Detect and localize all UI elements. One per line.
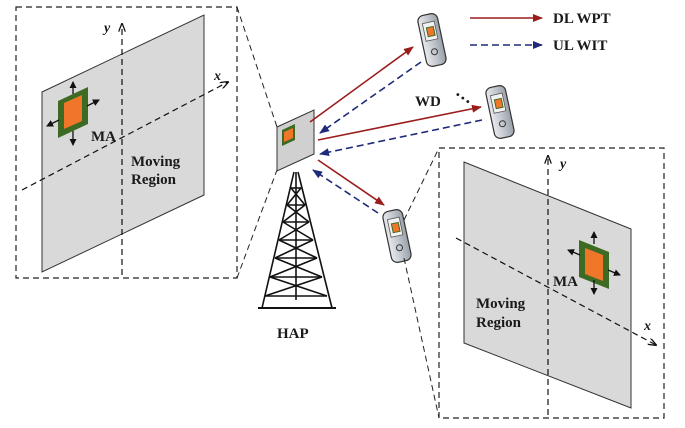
device-antenna <box>493 97 504 110</box>
left-move-right-arrow <box>86 99 100 107</box>
left-y-axis-label: y <box>102 21 111 36</box>
wd-bottom <box>382 209 412 263</box>
right-y-axis-label: y <box>558 157 567 172</box>
right-region-label-line1: Moving <box>476 296 526 312</box>
left-x-axis <box>21 82 228 191</box>
left-movable-antenna <box>58 87 88 138</box>
left-moving-region-plane <box>41 14 205 273</box>
legend: DL WPT UL WIT <box>470 11 611 54</box>
wd-top <box>417 13 447 67</box>
legend-dl-wpt-label: DL WPT <box>553 11 611 27</box>
right-x-axis-label: x <box>643 319 651 334</box>
left-region-label-line1: Moving <box>131 154 181 170</box>
right-move-right-arrow <box>607 269 621 276</box>
hap-station: HAP <box>258 109 336 342</box>
right-region-label-line2: Region <box>476 315 522 331</box>
dl-wpt-link-wd1 <box>309 46 414 123</box>
device-antenna <box>425 25 436 38</box>
left-x-axis-label: x <box>213 69 221 84</box>
device-button <box>395 244 403 252</box>
right-zoom-panel: y x MA Moving Region <box>438 147 665 419</box>
dl-wpt-link-wd2 <box>317 104 482 141</box>
dl-wpt-link-wd3 <box>317 159 385 206</box>
device-button <box>498 120 506 128</box>
hap-tower <box>258 171 336 309</box>
hap-antenna-panel <box>276 109 315 172</box>
legend-ul-wit-label: UL WIT <box>553 38 607 54</box>
left-zoom-panel: y x MA Moving Region <box>15 6 238 279</box>
right-movable-antenna <box>579 240 609 289</box>
wd-right <box>485 85 515 139</box>
left-panel-border <box>15 6 238 279</box>
device-button <box>430 48 438 56</box>
ul-wit-link-wd1 <box>319 61 422 134</box>
left-antenna-element <box>64 95 82 129</box>
wireless-links <box>309 46 483 214</box>
device-antenna <box>390 221 401 234</box>
ul-wit-link-wd2 <box>319 119 483 157</box>
left-move-left-arrow <box>46 119 60 127</box>
wd-label: WD <box>415 94 441 110</box>
left-zoom-line-bottom <box>236 169 278 279</box>
right-zoom-line-top <box>403 147 440 221</box>
left-region-label-line2: Region <box>131 172 177 188</box>
left-zoom-line-top <box>236 6 278 128</box>
ul-wit-link-wd3 <box>312 169 379 214</box>
hap-label: HAP <box>277 326 309 342</box>
right-zoom-line-bottom <box>403 257 440 419</box>
right-ma-label: MA <box>553 274 578 290</box>
left-ma-label: MA <box>91 129 116 145</box>
right-panel-border <box>438 147 665 419</box>
wd-ellipsis: … <box>452 81 478 108</box>
right-move-left-arrow <box>567 249 581 256</box>
hap-antenna-element <box>284 128 293 142</box>
right-x-axis <box>455 237 656 345</box>
right-antenna-element <box>585 248 603 281</box>
